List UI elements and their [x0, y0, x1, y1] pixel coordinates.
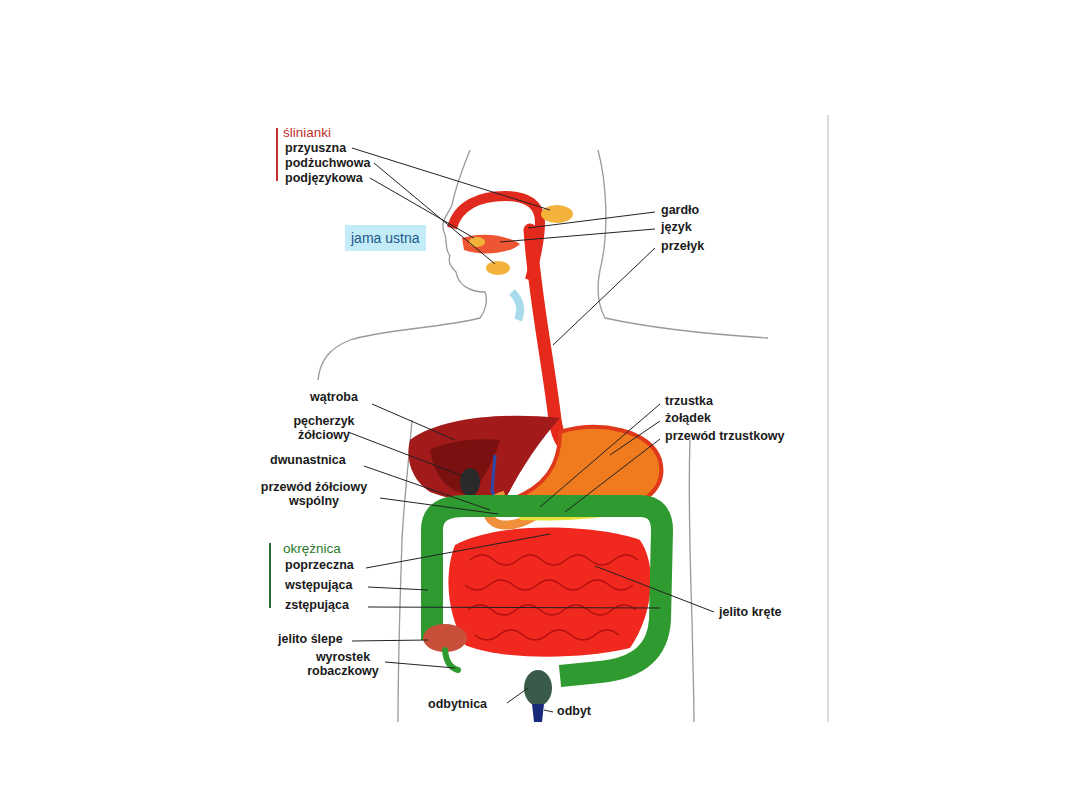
rectum: [524, 670, 552, 706]
part-name: dwunastnica: [270, 453, 346, 467]
group-heading: ślinianki: [283, 125, 331, 141]
region-box: jama ustna: [345, 225, 426, 251]
part-name: pęcherzyk żółciowy: [284, 414, 364, 443]
part-name: przewód trzustkowy: [665, 429, 784, 443]
part-name: trzustka: [665, 394, 713, 408]
leader-lines: [348, 148, 714, 712]
trachea: [512, 292, 520, 320]
anus: [532, 704, 544, 722]
colon-bracket: [269, 543, 271, 608]
part-name: podjęzykowa: [285, 171, 363, 185]
parotid-gland: [541, 205, 573, 223]
part-name: wątroba: [310, 390, 358, 404]
part-name: przyuszna: [285, 141, 346, 155]
submandibular-gland: [486, 261, 510, 275]
group-heading: okrężnica: [283, 541, 341, 557]
region-name: jama ustna: [351, 230, 420, 246]
part-name: przełyk: [661, 239, 704, 253]
part-name: gardło: [661, 203, 699, 217]
gallbladder: [460, 468, 480, 496]
intestine-coils: [465, 555, 638, 640]
part-name: jelito ślepe: [278, 632, 343, 646]
part-name: odbytnica: [428, 697, 487, 711]
salivary-bracket: [276, 128, 278, 181]
frame-line: [827, 115, 829, 722]
part-name: poprzeczna: [285, 558, 354, 572]
colon: [432, 506, 662, 676]
part-name: jelito kręte: [719, 605, 782, 619]
part-name: żołądek: [665, 411, 711, 425]
part-name: język: [661, 220, 692, 234]
part-name: odbyt: [557, 704, 591, 718]
part-name: wyrostek robaczkowy: [300, 650, 386, 679]
sublingual-gland: [469, 237, 485, 247]
part-name: podżuchwowa: [285, 156, 370, 170]
part-name: przewód żółciowy wspólny: [248, 480, 380, 509]
part-name: wstępująca: [285, 578, 352, 592]
part-name: zstępująca: [285, 598, 349, 612]
